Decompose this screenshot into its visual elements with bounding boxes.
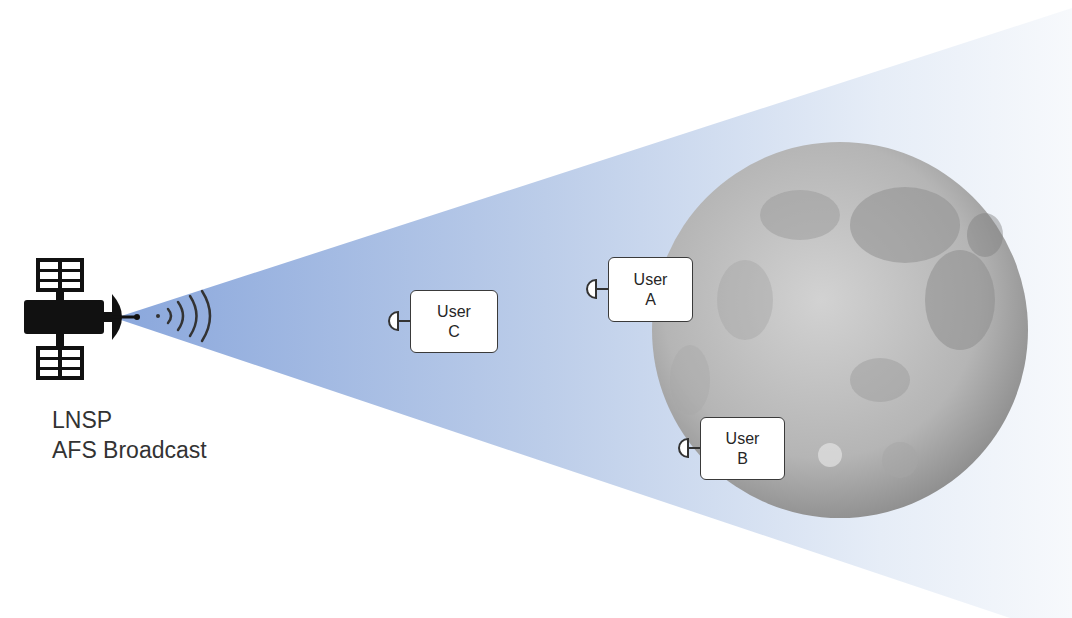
broadcast-cone xyxy=(115,8,1072,618)
user-box: User B xyxy=(700,417,785,480)
moon xyxy=(652,142,1028,518)
satellite-label: LNSP xyxy=(52,406,112,434)
signal-waves xyxy=(156,291,210,341)
user-box: User C xyxy=(410,290,498,353)
user-box: User A xyxy=(608,257,693,322)
user-label: User B xyxy=(726,429,760,469)
user-label: User C xyxy=(437,302,471,342)
user-label: User A xyxy=(634,270,668,310)
satellite-icon xyxy=(24,258,140,380)
satellite-label: AFS Broadcast xyxy=(52,436,207,464)
